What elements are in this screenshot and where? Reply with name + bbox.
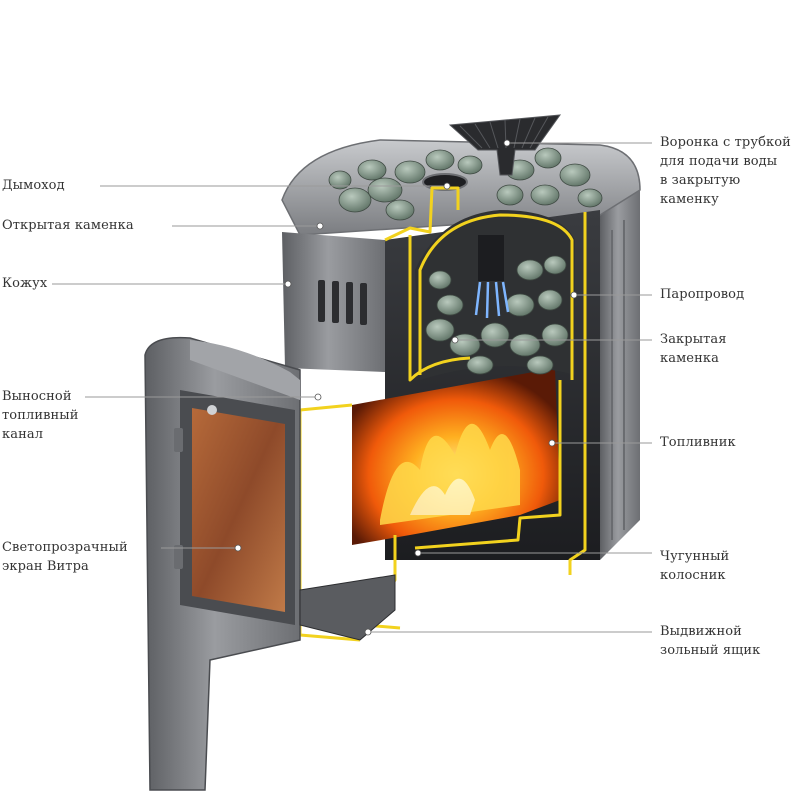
label-grate: Чугунный колосник [660, 549, 730, 583]
water-tube [478, 235, 504, 281]
casing-right-wall [600, 185, 640, 560]
label-casing: Кожух [2, 276, 48, 291]
leader-dots [234, 139, 578, 636]
leader-lines [52, 142, 652, 633]
label-ash-drawer: Выдвижной зольный ящик [660, 624, 761, 658]
casing-right-ribs [611, 220, 625, 540]
casing-vents [318, 280, 367, 325]
label-steam-line: Паропровод [660, 287, 745, 302]
fuel-channel-top [190, 340, 300, 400]
label-open-heater: Открытая каменка [2, 218, 134, 233]
label-glass-screen: Светопрозрачный экран Витра [2, 540, 128, 574]
open-heater-stones [328, 147, 603, 221]
door-handle [207, 405, 217, 415]
label-funnel: Воронка с трубкой для подачи воды в закр… [660, 135, 791, 207]
label-chimney: Дымоход [2, 178, 65, 193]
label-fuel-channel: Выносной топливный канал [2, 389, 79, 442]
vitra-glass-screen [192, 408, 285, 612]
water-funnel-ribs [459, 116, 549, 149]
door-hinge [174, 545, 183, 569]
label-closed-heater: Закрытая каменка [660, 332, 727, 366]
flame-tongues [380, 423, 520, 525]
water-spray [474, 281, 510, 319]
ash-drawer [299, 574, 396, 641]
door-hinge [174, 428, 183, 452]
label-firebox: Топливник [660, 435, 736, 450]
